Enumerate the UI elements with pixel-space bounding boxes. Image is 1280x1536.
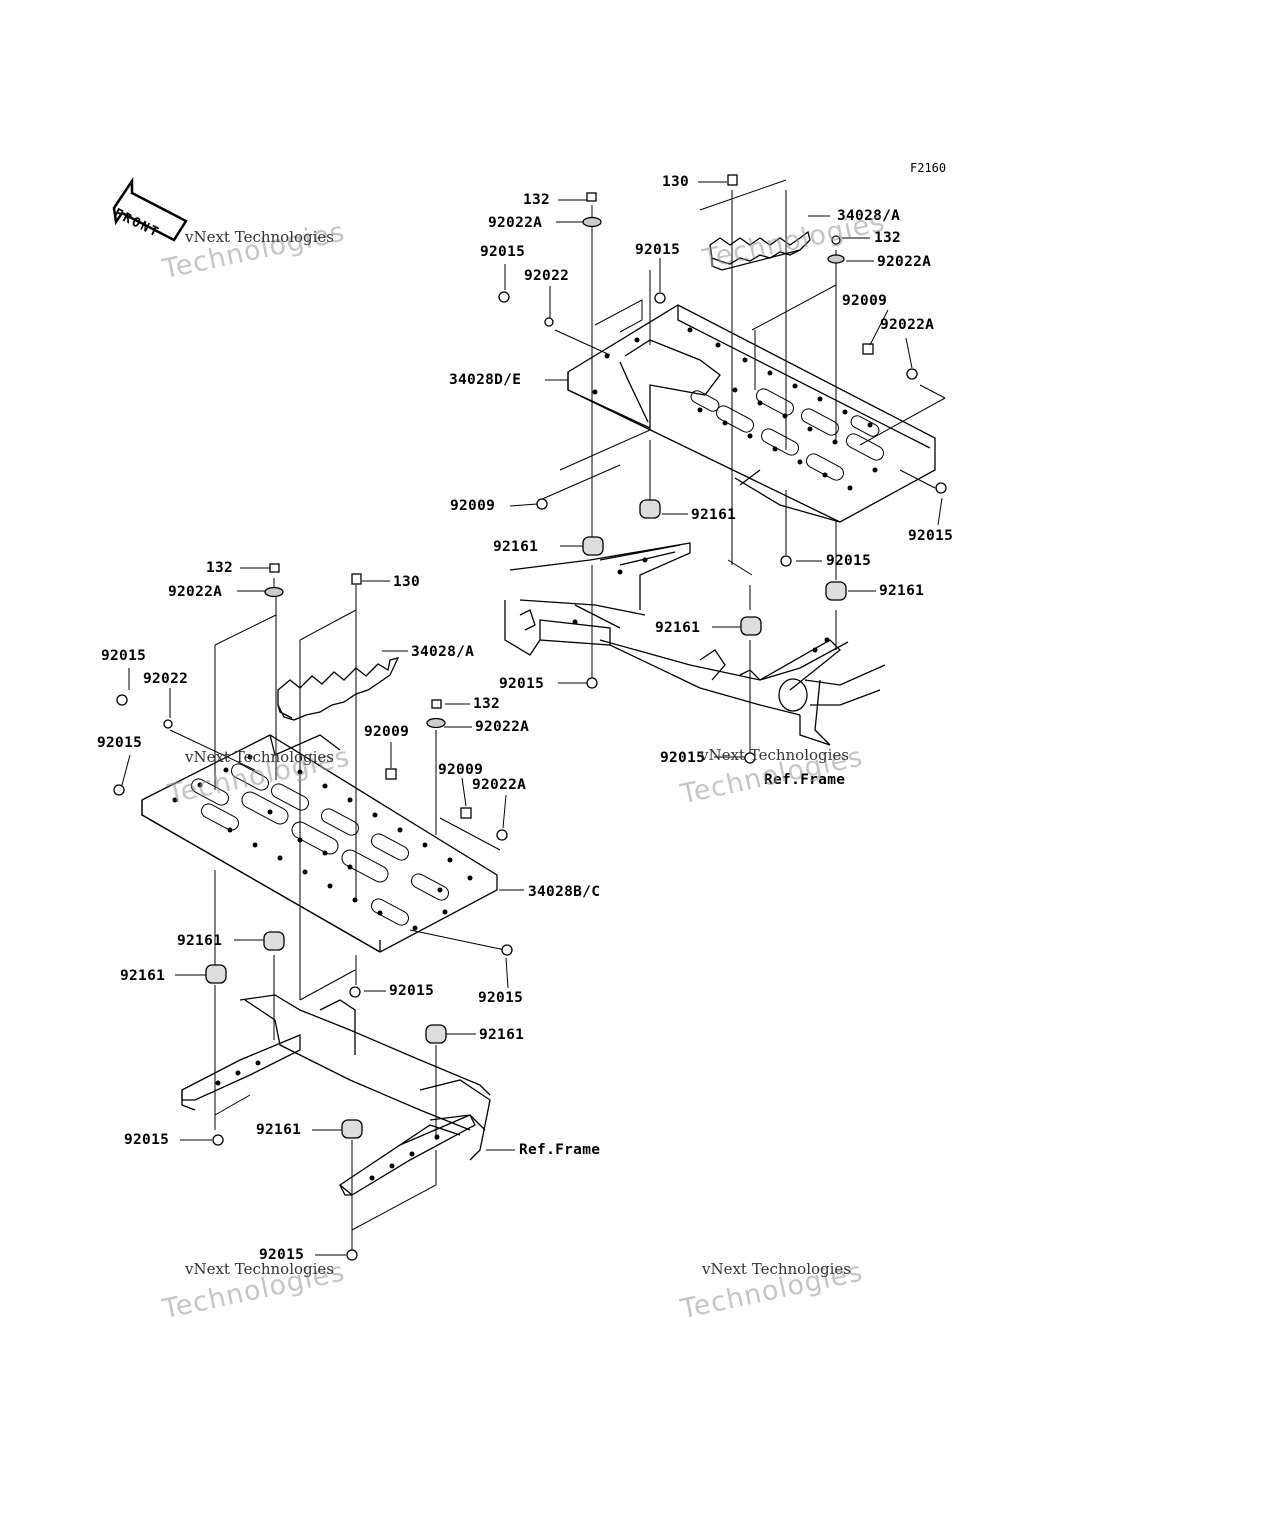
lower-frame-holes (215, 557, 830, 1181)
lower-frame (181, 994, 491, 1196)
part-label: 34028B/C (528, 884, 601, 900)
part-label: 92161 (256, 1122, 302, 1138)
part-label: 92022 (524, 268, 570, 284)
part-label: 130 (393, 574, 421, 590)
lower-fasteners (113, 563, 513, 1261)
part-label: 92022A (475, 719, 530, 735)
lower-leaders (169, 578, 515, 1250)
part-label: 34028/A (837, 208, 901, 224)
diagram-code: F2160 (910, 161, 947, 175)
upper-fasteners (498, 174, 947, 764)
part-label: 92161 (691, 507, 737, 523)
part-label: 92015 (480, 244, 526, 260)
part-label: 92015 (826, 553, 872, 569)
upper-rubber-strip (709, 230, 811, 271)
part-label: 92015 (389, 983, 435, 999)
part-label: 92015 (478, 990, 524, 1006)
watermark: vNext Technologies (700, 746, 850, 764)
part-label: 92015 (124, 1132, 170, 1148)
upper-frame (504, 542, 886, 746)
label-leaders (121, 181, 943, 1256)
ref-frame-label: Ref.Frame (519, 1142, 601, 1158)
part-label: 92022 (143, 671, 189, 687)
part-label: 92022A (877, 254, 932, 270)
part-label: 92015 (101, 648, 147, 664)
lower-rubber-strip (277, 657, 400, 721)
watermark: vNext Technologies (702, 1260, 852, 1278)
part-label: 92161 (120, 968, 166, 984)
part-label: 130 (662, 174, 690, 190)
ref-frame-label: Ref.Frame (764, 772, 846, 788)
part-label: 132 (874, 230, 902, 246)
part-label: 92015 (660, 750, 706, 766)
part-label: 92009 (450, 498, 496, 514)
part-label: 92161 (177, 933, 223, 949)
upper-tray-holes (592, 327, 878, 491)
part-label: 92015 (259, 1247, 305, 1263)
part-label: 92161 (479, 1027, 525, 1043)
watermark: vNext Technologies (185, 748, 335, 766)
part-label: 92022A (880, 317, 935, 333)
part-label: 92022A (168, 584, 223, 600)
lower-tray-holes (172, 754, 473, 931)
part-label: 92015 (635, 242, 681, 258)
part-label: 132 (523, 192, 551, 208)
upper-leaders (539, 179, 946, 755)
part-label: 92009 (364, 724, 410, 740)
part-label: 132 (473, 696, 501, 712)
part-label: 92009 (842, 293, 888, 309)
part-label: 132 (206, 560, 234, 576)
part-label: 92022A (472, 777, 527, 793)
lower-carrier-tray (141, 734, 498, 953)
part-label: 92161 (655, 620, 701, 636)
part-label: 92161 (879, 583, 925, 599)
upper-carrier-tray (567, 304, 936, 523)
watermark: vNext Technologies (185, 1260, 335, 1278)
part-label: 92015 (97, 735, 143, 751)
watermark: vNext Technologies (185, 228, 335, 246)
part-label: 92015 (499, 676, 545, 692)
front-arrow-icon (112, 176, 188, 242)
part-label: 92022A (488, 215, 543, 231)
part-label: 34028D/E (449, 372, 522, 388)
part-label: 92009 (438, 762, 484, 778)
part-label: 92015 (908, 528, 954, 544)
part-label: 92161 (493, 539, 539, 555)
part-label: 34028/A (411, 644, 475, 660)
